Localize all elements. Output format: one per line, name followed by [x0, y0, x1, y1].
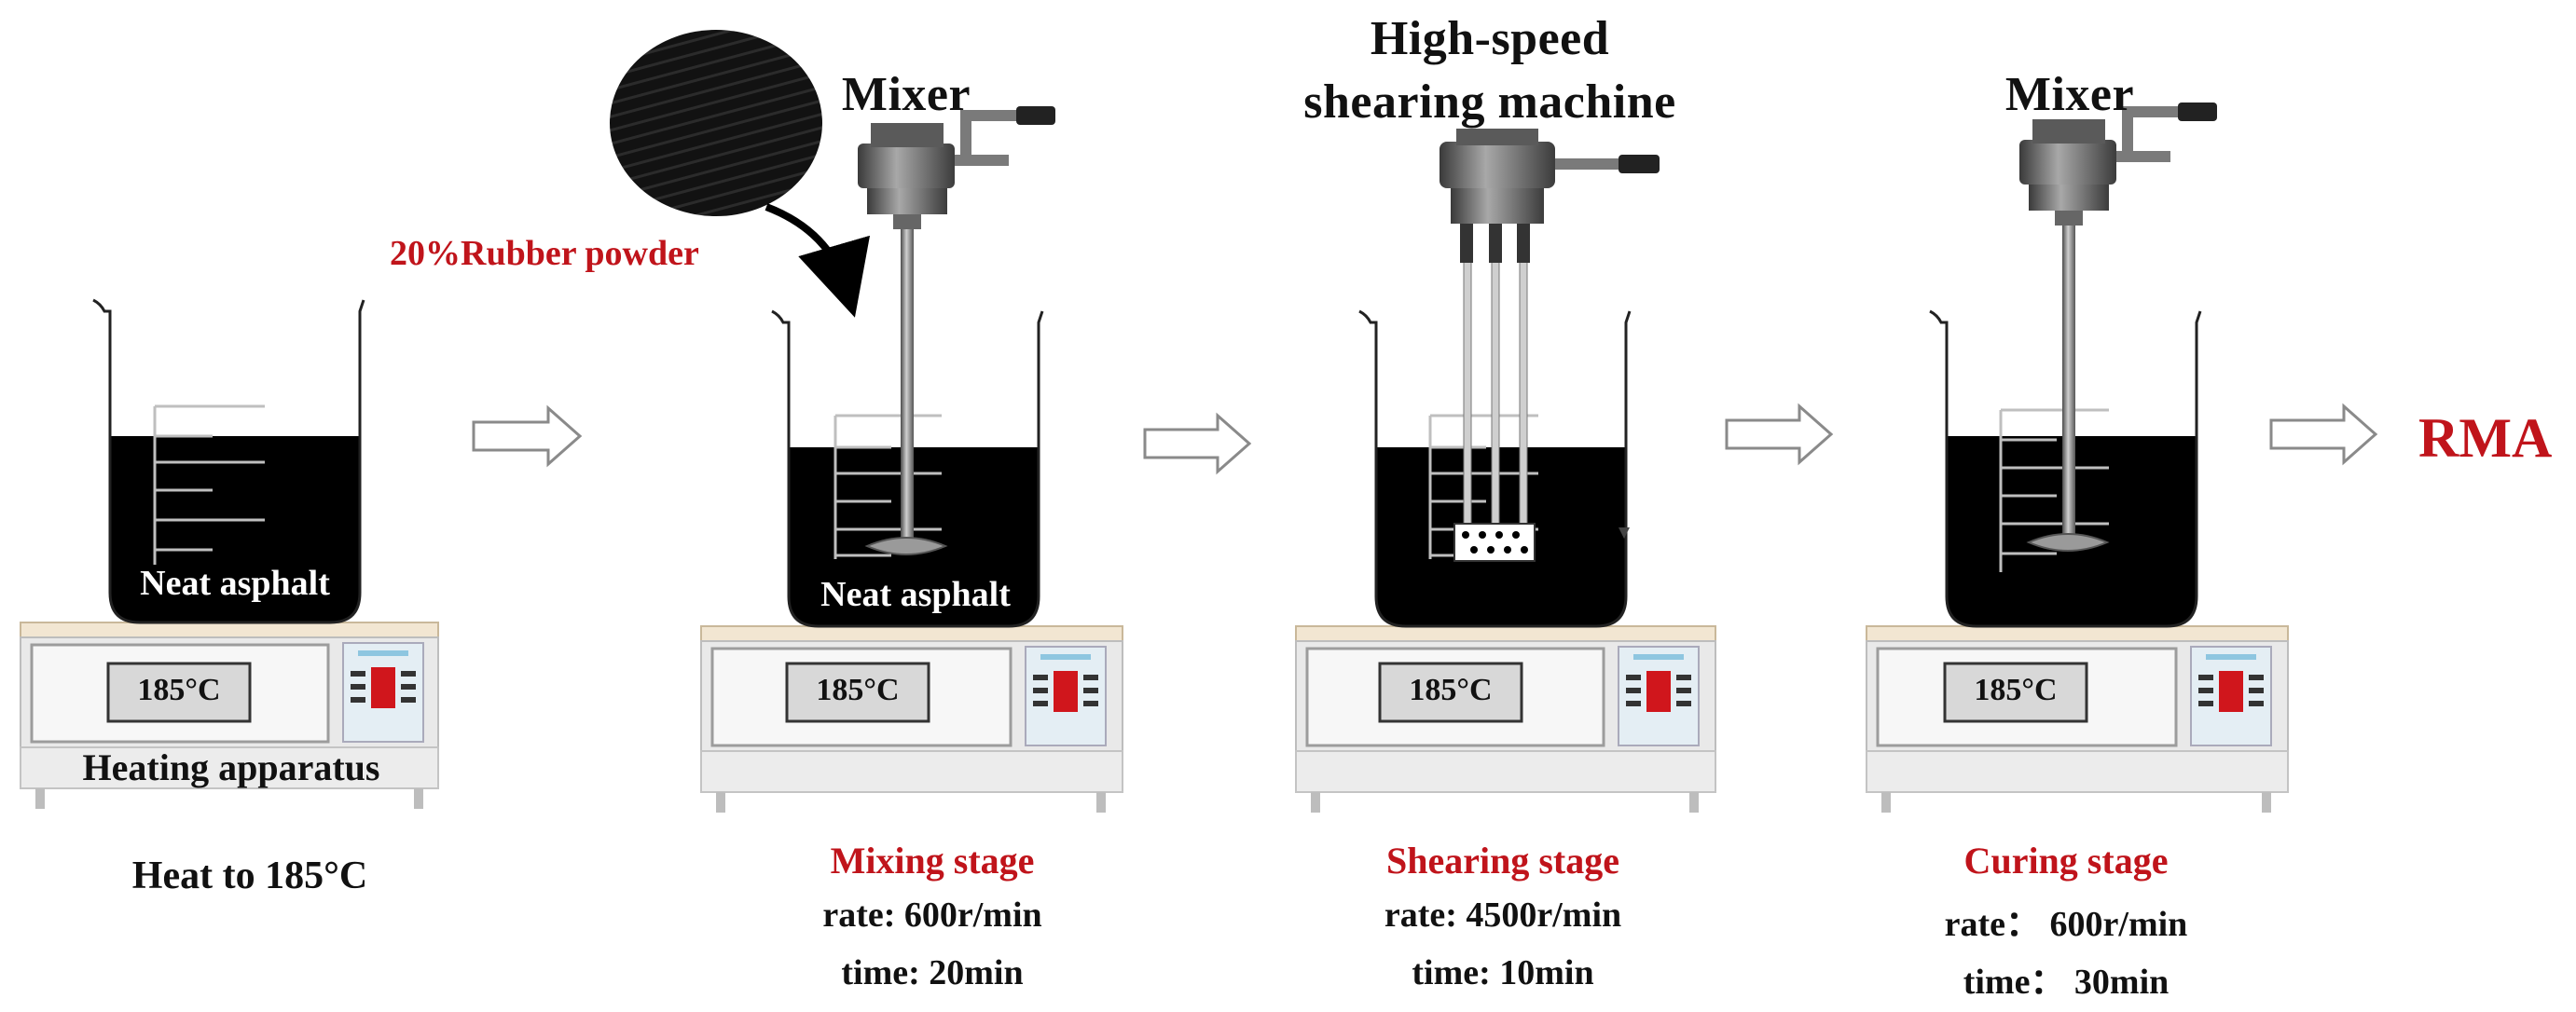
stage-title: Shearing stage [1386, 840, 1619, 882]
stage-time: time: 10min [1412, 953, 1594, 992]
liquid-label: Neat asphalt [820, 575, 1011, 614]
temperature-readout: 185°C [137, 673, 221, 707]
temperature-display [1378, 662, 1523, 723]
stage-time: time： 30min [1963, 963, 2170, 1002]
temperature-readout: 185°C [1974, 673, 2058, 707]
apparatus-label: Heating apparatus [82, 746, 380, 788]
beaker [92, 298, 365, 624]
stage-time: time: 20min [841, 953, 1024, 992]
step-mixing [610, 30, 1123, 813]
arrow-icon [2269, 403, 2378, 466]
heating-apparatus [1295, 625, 1716, 813]
stage-title: Mixing stage [830, 840, 1035, 882]
step-shearing [1295, 129, 1716, 813]
shearing-head-icon [1453, 523, 1536, 562]
heating-apparatus [700, 625, 1123, 813]
mixer-icon [2019, 103, 2217, 552]
stage-rate: rate： 600r/min [1944, 905, 2188, 944]
stage-rate: rate: 600r/min [822, 896, 1042, 935]
temperature-display [106, 662, 252, 723]
stage-rate: rate: 4500r/min [1384, 896, 1622, 935]
heating-apparatus [1866, 625, 2289, 813]
heating-apparatus [20, 622, 439, 809]
result-label: RMA [2418, 407, 2553, 469]
temperature-display [1943, 662, 2088, 723]
curved-arrow-icon [765, 203, 871, 318]
stage-title: Curing stage [1963, 840, 2169, 882]
equipment-label-line1: High-speed [1370, 12, 1610, 65]
temperature-readout: 185°C [1409, 673, 1493, 707]
temperature-readout: 185°C [816, 673, 900, 707]
shearing-machine-icon [1440, 129, 1660, 562]
arrow-icon [1725, 403, 1834, 466]
step-heating [20, 298, 439, 809]
step-curing [1866, 103, 2289, 813]
equipment-label-line2: shearing machine [1303, 75, 1676, 129]
step-caption: Heat to 185°C [131, 855, 368, 897]
graduation-marks [153, 404, 265, 565]
equipment-label: Mixer [2004, 68, 2135, 121]
control-panel-icon [2190, 646, 2272, 746]
arrow-icon [1143, 412, 1252, 475]
additive-label: 20%Rubber powder [390, 234, 699, 273]
equipment-label: Mixer [841, 68, 971, 121]
control-panel-icon [342, 642, 424, 743]
arrow-icon [472, 404, 583, 468]
control-panel-icon [1025, 646, 1107, 746]
mixer-icon [858, 106, 1055, 555]
liquid-label: Neat asphalt [140, 564, 330, 603]
rubber-powder-icon [610, 30, 822, 216]
control-panel-icon [1618, 646, 1700, 746]
temperature-display [785, 662, 930, 723]
